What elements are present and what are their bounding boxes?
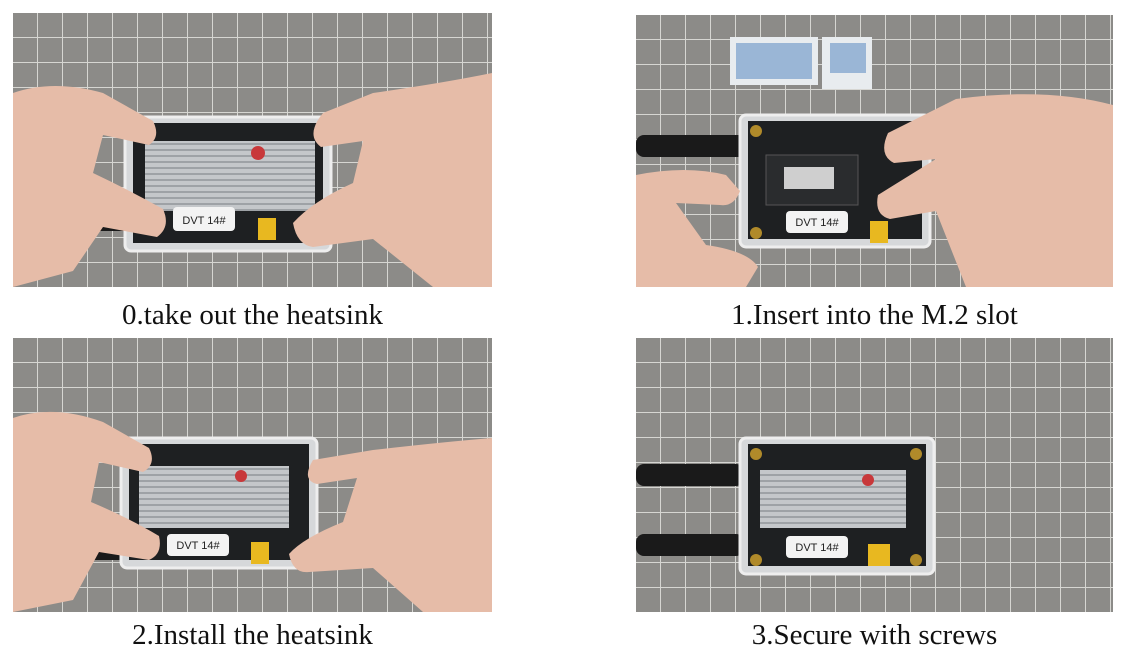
antenna [636,135,756,157]
heatsink [760,470,906,528]
screw [910,448,922,460]
step-3-photo: DVT 14# [636,338,1113,612]
step-0-photo: DVT 14# [13,13,492,287]
left-hand [636,170,758,287]
screw [910,554,922,566]
step-2-photo: DVT 14# [13,338,492,612]
antenna-top [636,464,744,486]
screw [750,448,762,460]
antenna-bottom [636,534,744,556]
step-2-caption: 2.Install the heatsink [132,619,373,651]
right-hand [293,73,492,287]
step-3-tag: DVT 14# [795,542,839,554]
screw [750,554,762,566]
heatsink [145,141,315,211]
step-1-tag: DVT 14# [795,217,839,229]
step-0-tag: DVT 14# [182,215,226,227]
step-1-caption: 1.Insert into the M.2 slot [731,299,1018,331]
left-hand [13,411,160,612]
right-hand [877,94,1113,287]
step-0-caption: 0.take out the heatsink [122,299,383,331]
right-hand [289,438,492,612]
step-1-photo: DVT 14# [636,15,1113,287]
step-3-caption: 3.Secure with screws [751,619,998,651]
thermal-pad [736,43,812,79]
step-2-tag: DVT 14# [176,540,220,552]
heatsink [139,466,289,528]
m2-module [765,154,859,206]
left-hand [13,86,166,287]
